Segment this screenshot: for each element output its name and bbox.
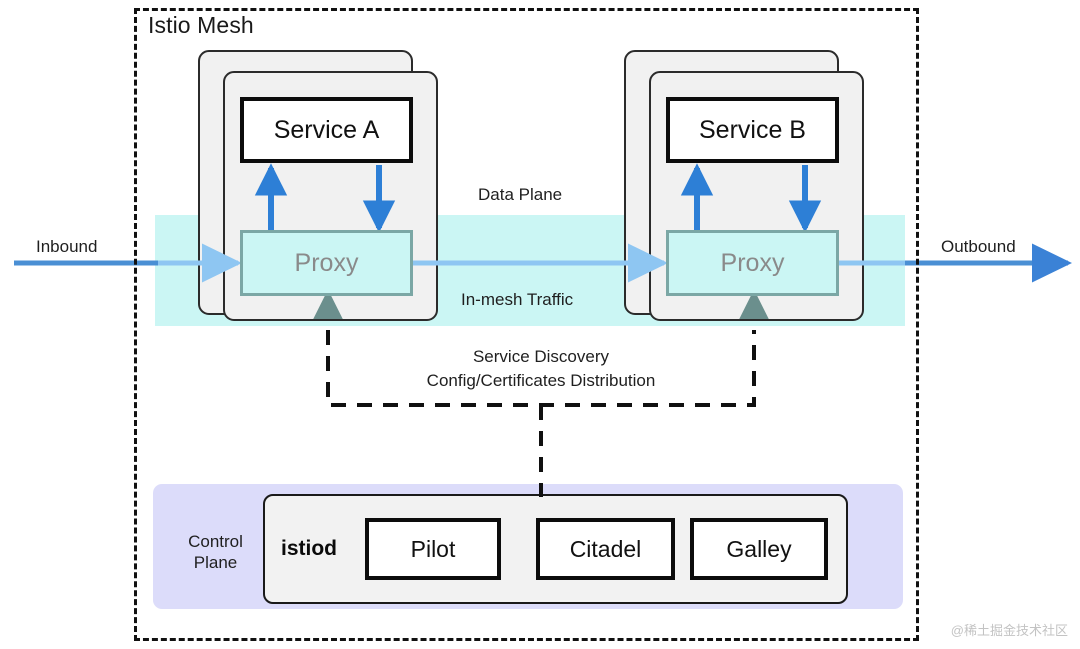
service-discovery-label: Service Discovery [472, 347, 610, 366]
data-plane-label: Data Plane [478, 185, 563, 204]
inbound-label: Inbound [36, 237, 98, 256]
proxy-a-label: Proxy [294, 248, 359, 277]
pilot-box[interactable]: Pilot [365, 518, 501, 580]
istio-mesh-boundary [134, 8, 919, 641]
service-b-label: Service B [699, 115, 806, 144]
service-b-box[interactable]: Service B [666, 97, 839, 163]
galley-box[interactable]: Galley [690, 518, 828, 580]
config-distribution-label: Config/Certificates Distribution [426, 371, 656, 390]
control-plane-label-line2: Plane [193, 553, 238, 572]
citadel-label: Citadel [569, 535, 642, 562]
istiod-label: istiod [281, 537, 337, 560]
istio-mesh-title: Istio Mesh [148, 12, 254, 38]
control-plane-label-line1: Control [188, 532, 243, 551]
in-mesh-traffic-label: In-mesh Traffic [461, 290, 574, 309]
citadel-box[interactable]: Citadel [536, 518, 675, 580]
service-a-box[interactable]: Service A [240, 97, 413, 163]
service-a-label: Service A [273, 115, 380, 144]
outbound-label: Outbound [941, 237, 1016, 256]
watermark: @稀土掘金技术社区 [950, 623, 1068, 638]
galley-label: Galley [726, 535, 792, 562]
pilot-label: Pilot [410, 535, 456, 562]
control-plane-label: Control Plane [168, 531, 263, 573]
control-plane-dashed-connector [326, 330, 756, 497]
proxy-b-label: Proxy [720, 248, 785, 277]
proxy-b-box[interactable]: Proxy [666, 230, 839, 296]
